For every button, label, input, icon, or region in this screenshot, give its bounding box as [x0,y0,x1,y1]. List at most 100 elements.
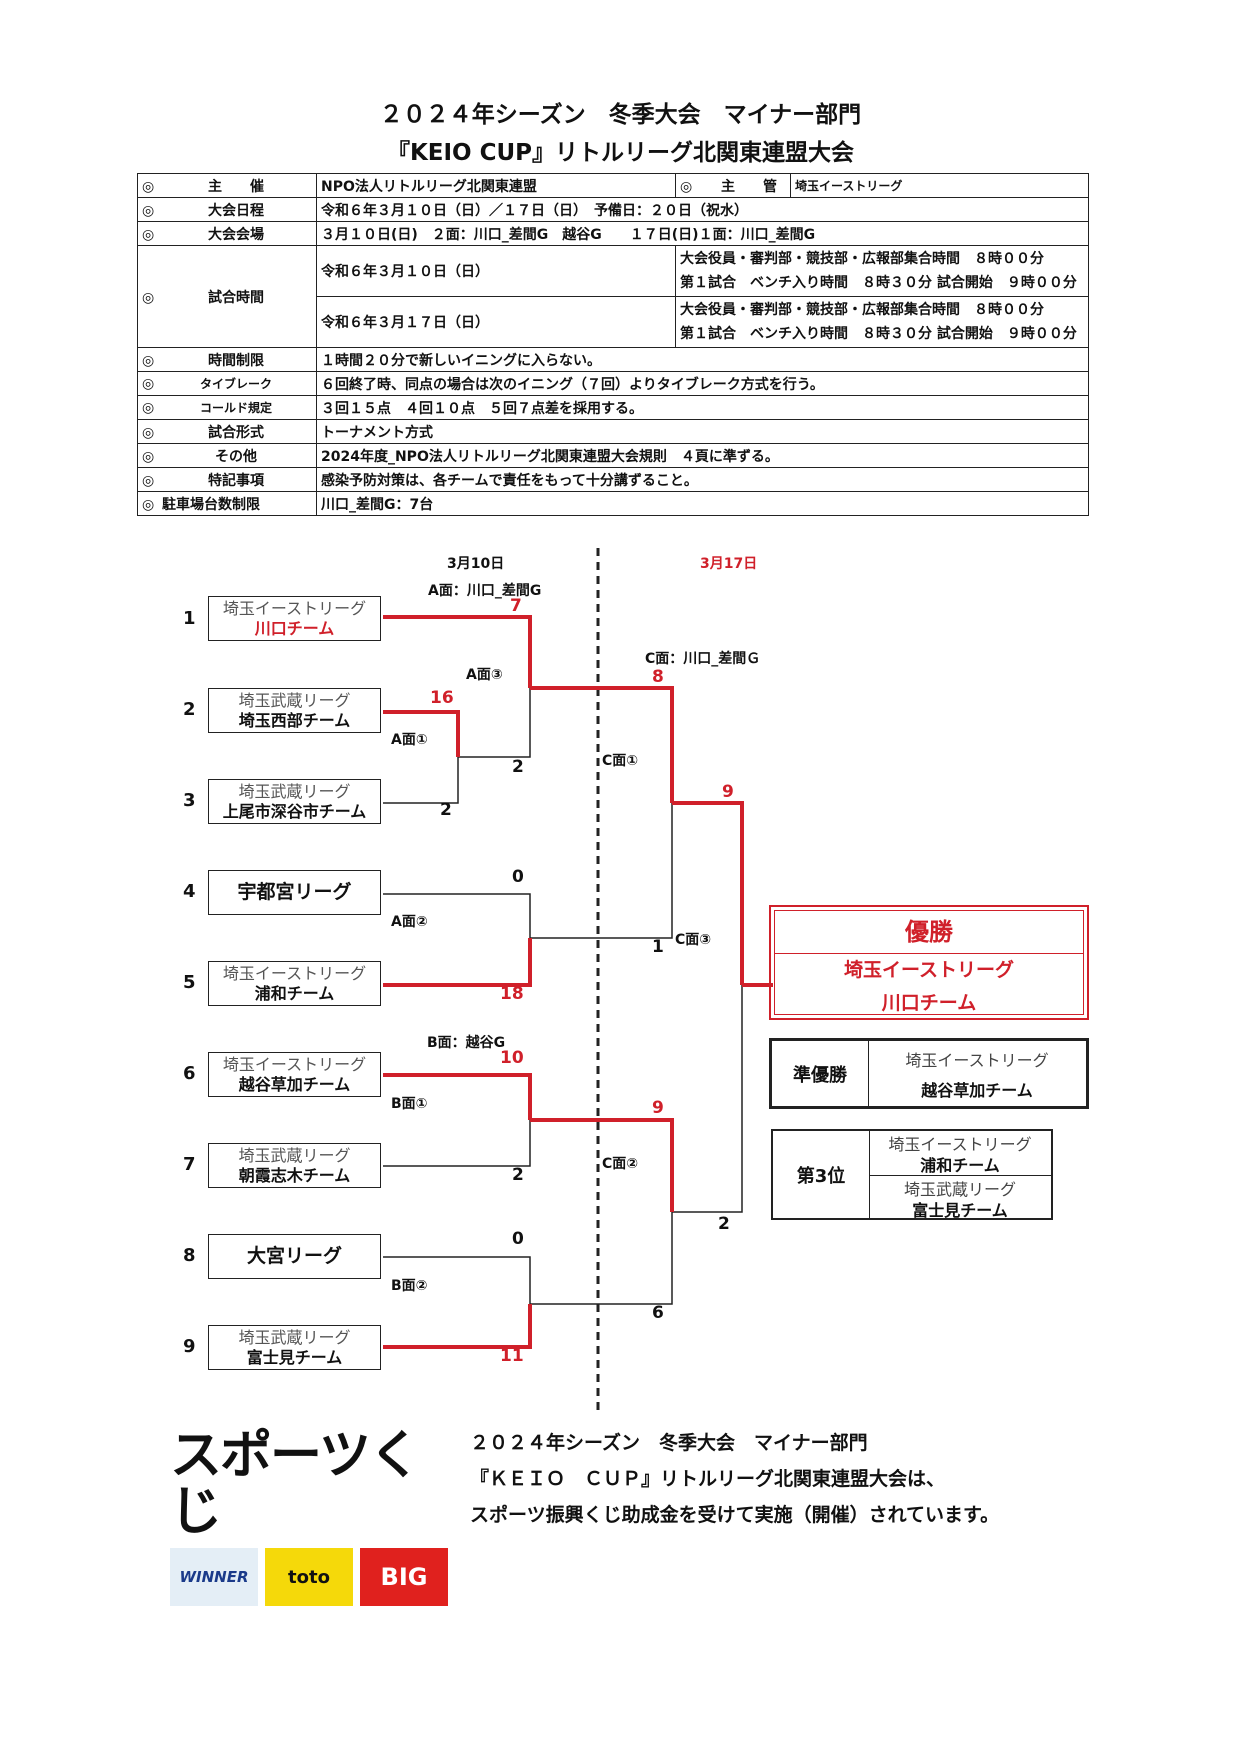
score-c1-top: 8 [652,667,664,687]
team-box-7: 埼玉武蔵リーグ 朝霞志木チーム [208,1143,381,1188]
other: 2024年度_NPO法人リトルリーグ北関東連盟大会規則 ４頁に準ずる。 [316,443,1089,468]
score-team6: 10 [500,1048,524,1068]
team-box-1: 埼玉イーストリーグ 川口チーム [208,596,381,641]
info-table: ◎主 催 NPO法人リトルリーグ北関東連盟 ◎主 管 埼玉イーストリーグ ◎大会… [137,173,1089,516]
score-team2: 16 [430,688,454,708]
line-team4 [383,893,531,938]
seed-3: 3 [183,790,196,811]
other-label: その他 [215,448,257,465]
line-team8 [383,1256,531,1304]
line-c2-bottom [530,1212,673,1305]
format-label: 試合形式 [208,424,264,441]
runnerup-label: 準優勝 [772,1041,869,1106]
team-name: 大宮リーグ [246,1245,342,1267]
seed-8: 8 [183,1245,196,1266]
date-day1: 3月10日 [447,556,505,572]
parking-label: 駐車場台数制限 [162,496,260,513]
seed-9: 9 [183,1336,196,1357]
venue-label: 大会会場 [208,226,264,243]
footer-line2: 『ＫＥＩＯ ＣＵＰ』リトルリーグ北関東連盟大会は、 [470,1468,946,1490]
manager-label: 主 管 [721,178,777,195]
day1-time1: 大会役員・審判部・競技部・広報部集合時間 ８時００分 [680,251,1044,267]
line-a1-to-a3 [458,688,531,758]
day1: 令和６年３月１０日（日） [316,245,676,297]
seed-4: 4 [183,881,196,902]
mark: ◎ [142,178,155,195]
team-box-4: 宇都宮リーグ [208,870,381,915]
line-final-bottom [672,985,743,1213]
team-name: 朝霞志木チーム [238,1166,351,1185]
line-team2 [383,710,460,757]
score-final-bottom: 2 [718,1214,730,1234]
champion-label: 優勝 [775,911,1083,954]
winner-logo: WINNER [170,1548,258,1606]
tiebreak-label: タイブレーク [199,377,272,391]
seed-2: 2 [183,699,196,720]
team-box-5: 埼玉イーストリーグ 浦和チーム [208,961,381,1006]
score-c2-top: 9 [652,1098,664,1118]
manager: 埼玉イーストリーグ [790,173,1089,198]
score-a1-winner: 2 [512,757,524,777]
seed-5: 5 [183,972,196,993]
score-c1-bottom: 1 [652,937,664,957]
team-box-6: 埼玉イーストリーグ 越谷草加チーム [208,1052,381,1097]
date-day2: 3月17日 [700,556,758,572]
called-label: コールド規定 [199,401,272,415]
champion-box: 優勝 埼玉イーストリーグ 川口チーム [769,905,1089,1020]
parking: 川口_差間G：7台 [316,491,1089,516]
line-team9 [383,1304,532,1349]
team-name: 浦和チーム [254,984,335,1003]
team-name: 埼玉西部チーム [238,711,351,730]
team-name: 越谷草加チーム [238,1075,351,1094]
third-box: 第3位 埼玉イーストリーグ 浦和チーム 埼玉武蔵リーグ 富士見チーム [771,1129,1053,1220]
line-team5 [383,938,532,987]
sponsor-label: 主 催 [208,178,264,195]
score-team3: 2 [440,800,452,820]
score-team1: 7 [510,596,522,616]
runnerup-box: 準優勝 埼玉イーストリーグ 越谷草加チーム [769,1038,1089,1109]
team-league: 埼玉武蔵リーグ [238,1328,351,1347]
score-team7: 2 [512,1165,524,1185]
game-c1: C面① [602,753,639,769]
day2-time2: 第１試合 ベンチ入り時間 ８時３０分 試合開始 ９時００分 [680,326,1077,342]
line-team6 [383,1073,532,1120]
line-a3-to-c1 [530,686,674,803]
footer-line1: ２０２４年シーズン 冬季大会 マイナー部門 [470,1432,868,1454]
score-team5: 18 [500,984,524,1004]
third1-team: 浦和チーム [920,1156,1000,1175]
sports-kuji-logo: スポーツくじ WINNER toto BIG [170,1428,450,1606]
score-team4: 0 [512,867,524,887]
runnerup-team: 越谷草加チーム [921,1081,1033,1100]
time-label: 試合時間 [208,289,264,306]
day2: 令和６年３月１７日（日） [316,296,676,348]
score-c2-bottom: 6 [652,1303,664,1323]
team-league: 埼玉武蔵リーグ [238,1146,351,1165]
day2-time1: 大会役員・審判部・競技部・広報部集合時間 ８時００分 [680,302,1044,318]
line-b1-to-c2 [530,1118,674,1212]
game-a3: A面③ [466,667,503,683]
team-league: 埼玉武蔵リーグ [238,782,351,801]
limit-label: 時間制限 [208,352,264,369]
line-team7 [383,1120,531,1167]
third1-league: 埼玉イーストリーグ [888,1135,1032,1154]
team-league: 埼玉イーストリーグ [222,964,367,983]
team-name: 上尾市深谷市チーム [222,802,367,821]
line-team3 [383,740,459,804]
page-subtitle: 『KEIO CUP』リトルリーグ北関東連盟大会 [386,140,855,166]
team-box-9: 埼玉武蔵リーグ 富士見チーム [208,1325,381,1370]
team-box-8: 大宮リーグ [208,1234,381,1279]
score-team8: 0 [512,1229,524,1249]
tiebreak: ６回終了時、同点の場合は次のイニング（７回）よりタイブレーク方式を行う。 [316,371,1089,396]
game-c2: C面② [602,1156,639,1172]
sponsor: NPO法人リトルリーグ北関東連盟 [316,173,676,198]
line-c1-to-final [672,801,744,985]
champion-team: 川口チーム [881,992,977,1014]
team-name: 川口チーム [254,619,335,638]
game-a2: A面② [391,914,428,930]
court-a-header: A面：川口_差間G [428,583,542,599]
schedule-label: 大会日程 [208,202,264,219]
seed-1: 1 [183,608,196,629]
big-logo: BIG [360,1548,448,1606]
third-label: 第3位 [773,1131,870,1218]
